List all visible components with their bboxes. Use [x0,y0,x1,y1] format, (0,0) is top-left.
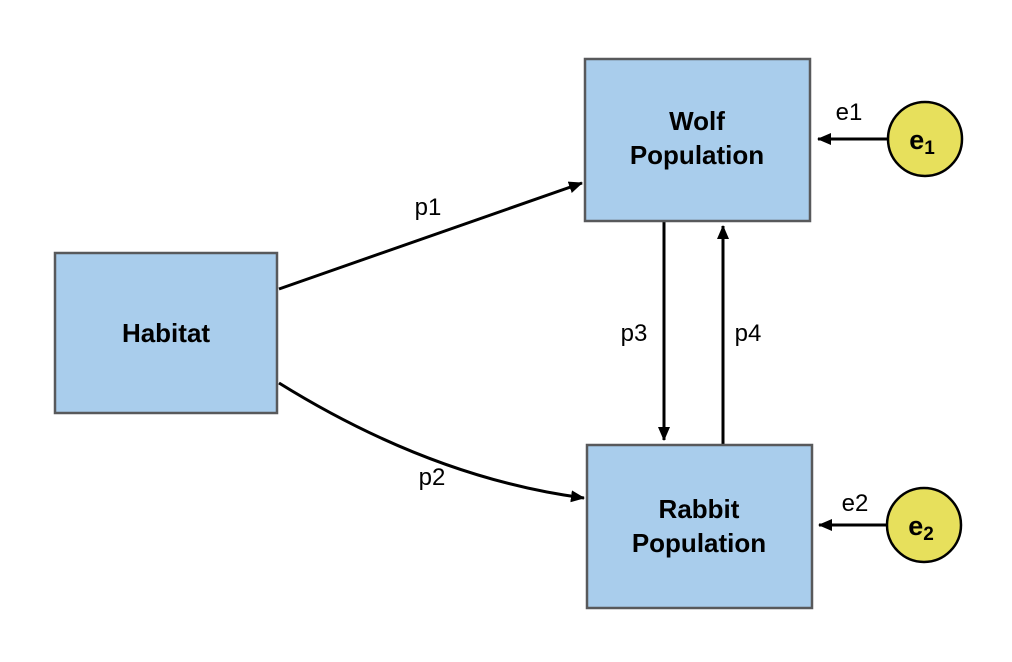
error-term-e1-subscript: 1 [924,138,935,159]
error-term-e1: e1 [886,100,964,178]
error-term-e1-label: e1 [909,125,935,159]
edge-label-p1: p1 [415,194,442,221]
edge-label-p3: p3 [621,320,648,347]
error-term-e2-circle [885,486,963,564]
node-habitat-box [53,251,279,415]
node-wolf-population-box [583,57,812,223]
edge-label-p2: p2 [419,464,446,491]
error-term-e1-base: e [909,125,924,155]
error-term-e2-label: e2 [908,511,934,545]
node-wolf-population-label-line1: Wolf [669,106,725,136]
error-term-e2-subscript: 2 [923,524,934,545]
node-wolf-population-label-line2: Population [630,140,764,170]
node-rabbit-population: Rabbit Population [585,443,814,610]
node-habitat-label: Habitat [122,318,210,348]
node-wolf-population: Wolf Population [583,57,812,223]
edge-habitat-to-wolf-arrow [278,181,583,291]
node-rabbit-population-label-line2: Population [632,528,766,558]
edge-habitat-to-rabbit-arrow [278,381,585,503]
node-rabbit-population-label-line1: Rabbit [659,494,740,524]
error-term-e2-base: e [908,511,923,541]
edge-label-e2: e2 [842,490,869,517]
node-habitat: Habitat [53,251,279,415]
edge-label-p4: p4 [735,320,762,347]
edge-label-e1: e1 [836,99,863,126]
node-rabbit-population-box [585,443,814,610]
error-term-e1-circle [886,100,964,178]
error-term-e2: e2 [885,486,963,564]
